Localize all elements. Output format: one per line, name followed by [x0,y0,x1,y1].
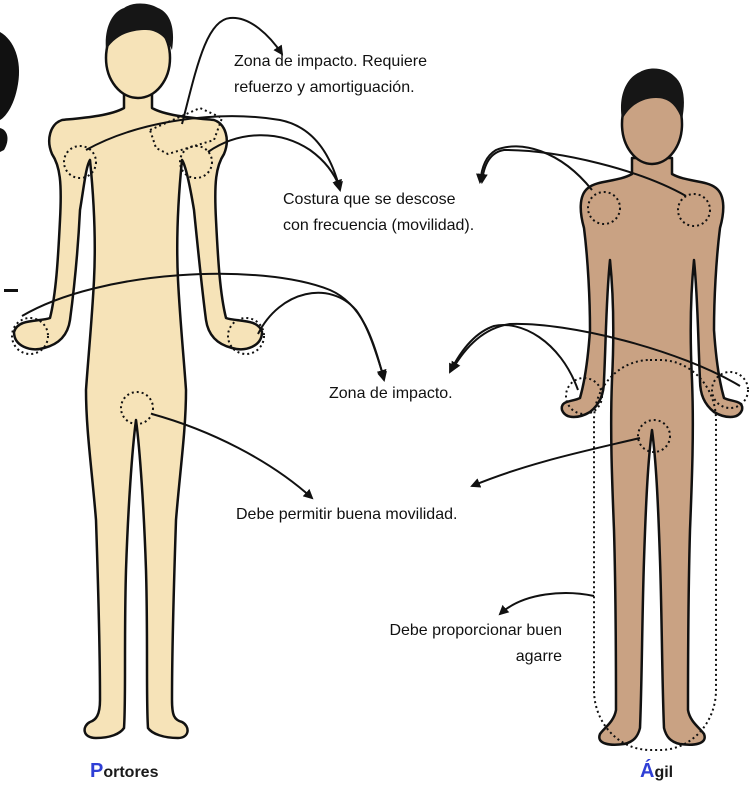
annotation-mobility: Debe permitir buena movilidad. [236,504,457,526]
caption-agil-rest: gil [654,764,673,781]
arrow-grip [500,593,594,614]
arrow-impact-from-right-hand-l [450,325,578,390]
annotation-seam-line2: con frecuencia (movilidad). [283,215,474,237]
cropped-dark-shape-2 [0,128,7,152]
annotation-impact-reinforce-line2: refuerzo y amortiguación. [234,77,415,99]
caption-agil: Ágil [640,760,673,783]
arrow-impact-from-left-hand-r [258,293,384,378]
figure-portores-body [14,92,262,738]
annotation-impact-reinforce-line1: Zona de impacto. Requiere [234,51,427,73]
annotation-impact: Zona de impacto. [329,383,453,405]
figure-agil [562,69,742,745]
annotation-grip-line2: agarre [318,646,562,668]
annotation-seam-line1: Costura que se descose [283,189,456,211]
caption-portores-initial: P [90,760,103,782]
caption-agil-initial: Á [640,760,654,782]
figure-agil-body [562,158,742,745]
dash-mark [4,289,18,292]
caption-portores-rest: ortores [103,764,158,781]
annotation-grip-line1: Debe proporcionar buen [318,620,562,642]
cropped-dark-shape [0,32,19,120]
caption-portores: Portores [90,760,158,783]
figure-portores [14,4,262,739]
